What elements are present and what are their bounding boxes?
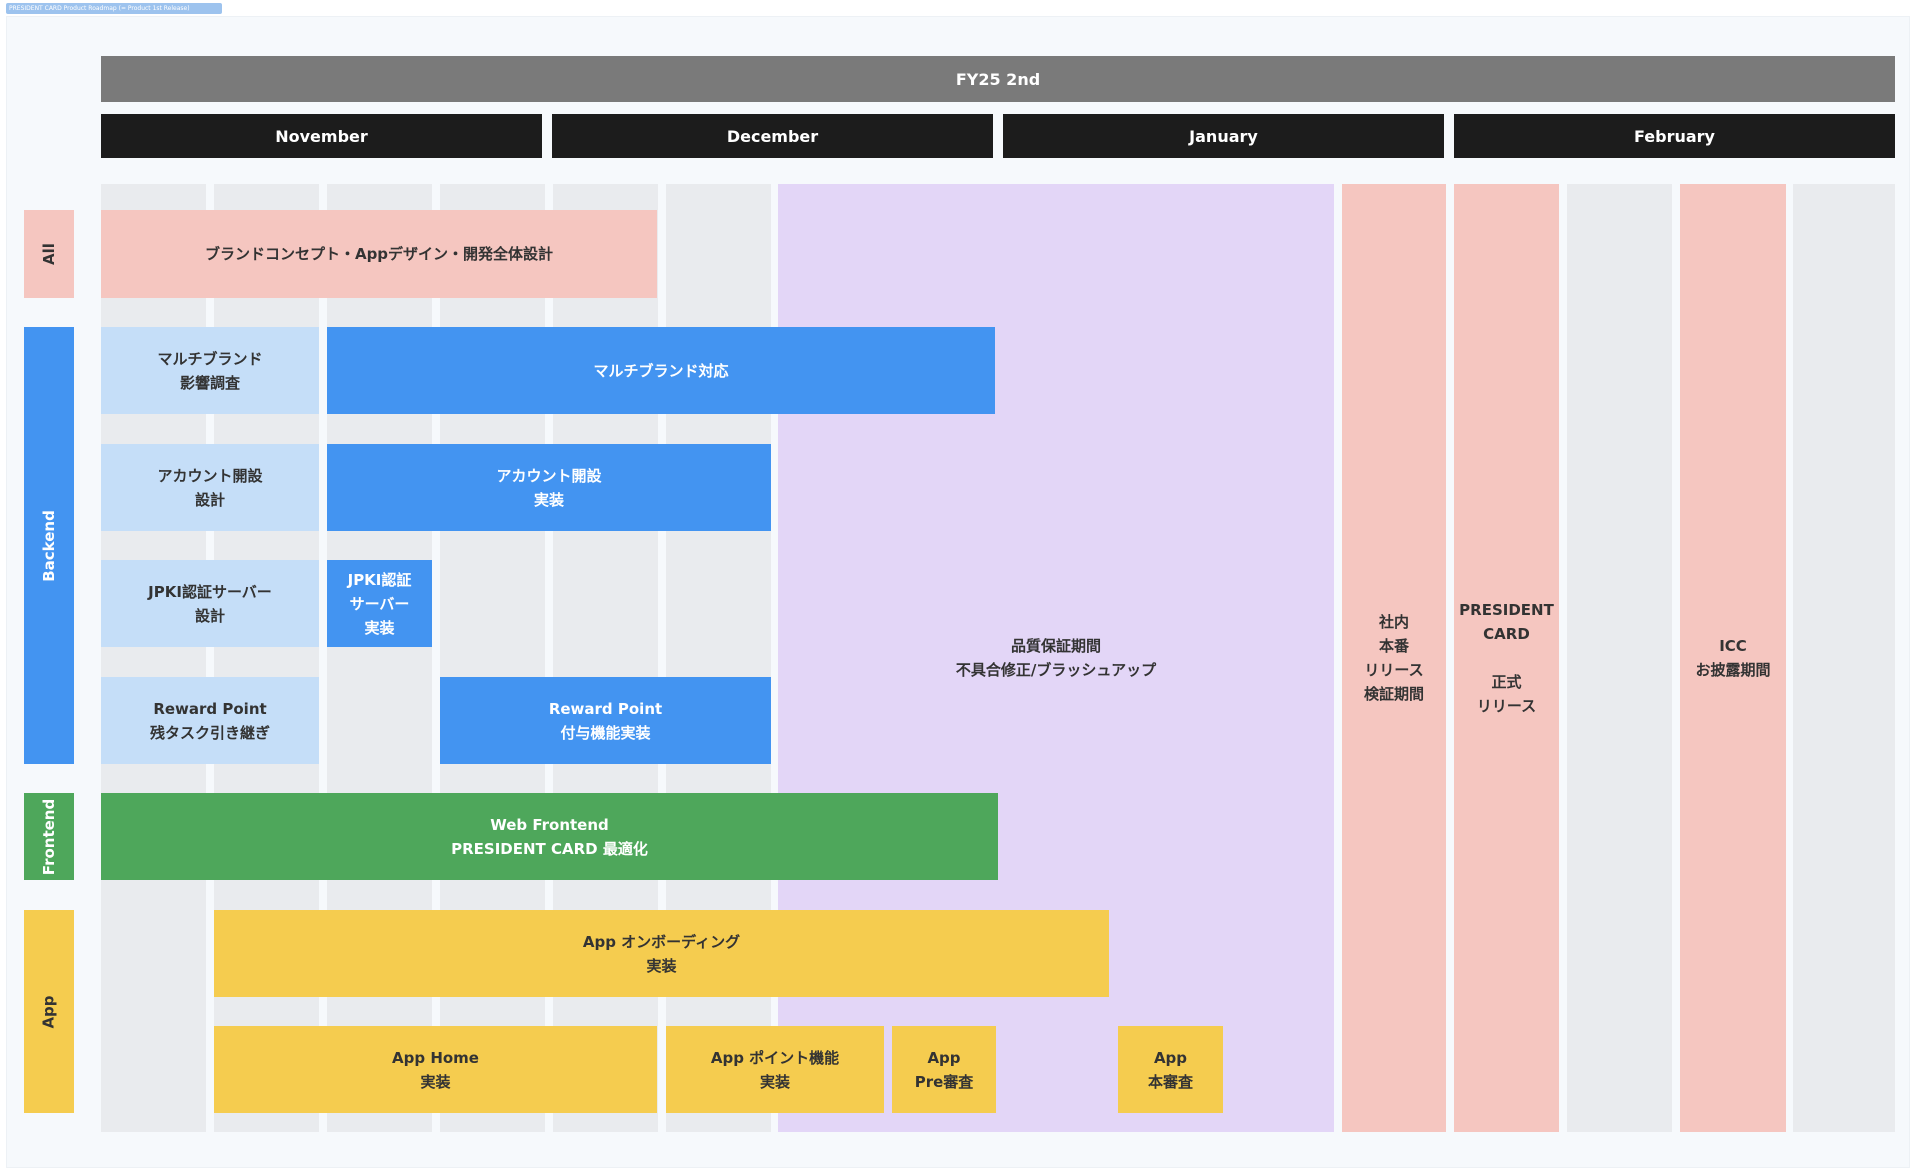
task-web-frontend[interactable]: Web Frontend PRESIDENT CARD 最適化	[101, 793, 998, 880]
task-reward-handover[interactable]: Reward Point 残タスク引き継ぎ	[101, 677, 319, 764]
icc-period-band: ICC お披露期間	[1680, 184, 1786, 1132]
month-december: December	[552, 114, 993, 158]
lane-app-label: App	[40, 994, 58, 1029]
task-app-points[interactable]: App ポイント機能 実装	[666, 1026, 884, 1113]
lane-app: App	[24, 910, 74, 1113]
task-app-onboarding[interactable]: App オンボーディング 実装	[214, 910, 1109, 997]
task-multibrand-research[interactable]: マルチブランド 影響調査	[101, 327, 319, 414]
task-reward-impl[interactable]: Reward Point 付与機能実装	[440, 677, 771, 764]
internal-release-band: 社内 本番 リリース 検証期間	[1342, 184, 1446, 1132]
week-column	[1567, 184, 1672, 1132]
task-app-review[interactable]: App 本審査	[1118, 1026, 1223, 1113]
lane-backend-label: Backend	[40, 509, 59, 582]
lane-frontend: Frontend	[24, 793, 74, 880]
lane-all: All	[24, 210, 74, 298]
icc-period-label: ICC お披露期間	[1695, 637, 1771, 679]
task-account-impl[interactable]: アカウント開設 実装	[327, 444, 771, 531]
month-november: November	[101, 114, 542, 158]
task-app-pre-review[interactable]: App Pre審査	[892, 1026, 996, 1113]
lane-all-label: All	[40, 243, 58, 265]
month-january: January	[1003, 114, 1444, 158]
document-tab[interactable]: PRESIDENT CARD Product Roadmap (= Produc…	[6, 3, 222, 14]
lane-frontend-label: Frontend	[40, 798, 58, 875]
official-release-band: PRESIDENT CARD 正式 リリース	[1454, 184, 1559, 1132]
week-column	[1793, 184, 1895, 1132]
task-account-design[interactable]: アカウント開設 設計	[101, 444, 319, 531]
task-jpki-impl[interactable]: JPKI認証 サーバー 実装	[327, 560, 432, 647]
task-multibrand-support[interactable]: マルチブランド対応	[327, 327, 995, 414]
task-brand-concept[interactable]: ブランドコンセプト・Appデザイン・開発全体設計	[101, 210, 657, 298]
task-jpki-design[interactable]: JPKI認証サーバー 設計	[101, 560, 319, 647]
task-app-home[interactable]: App Home 実装	[214, 1026, 657, 1113]
month-february: February	[1454, 114, 1895, 158]
internal-release-label: 社内 本番 リリース 検証期間	[1363, 613, 1424, 703]
lane-backend: Backend	[24, 327, 74, 764]
fiscal-period-header: FY25 2nd	[101, 56, 1895, 102]
qa-period-label: 品質保証期間 不具合修正/ブラッシュアップ	[955, 637, 1157, 679]
official-release-label: PRESIDENT CARD 正式 リリース	[1459, 601, 1554, 715]
